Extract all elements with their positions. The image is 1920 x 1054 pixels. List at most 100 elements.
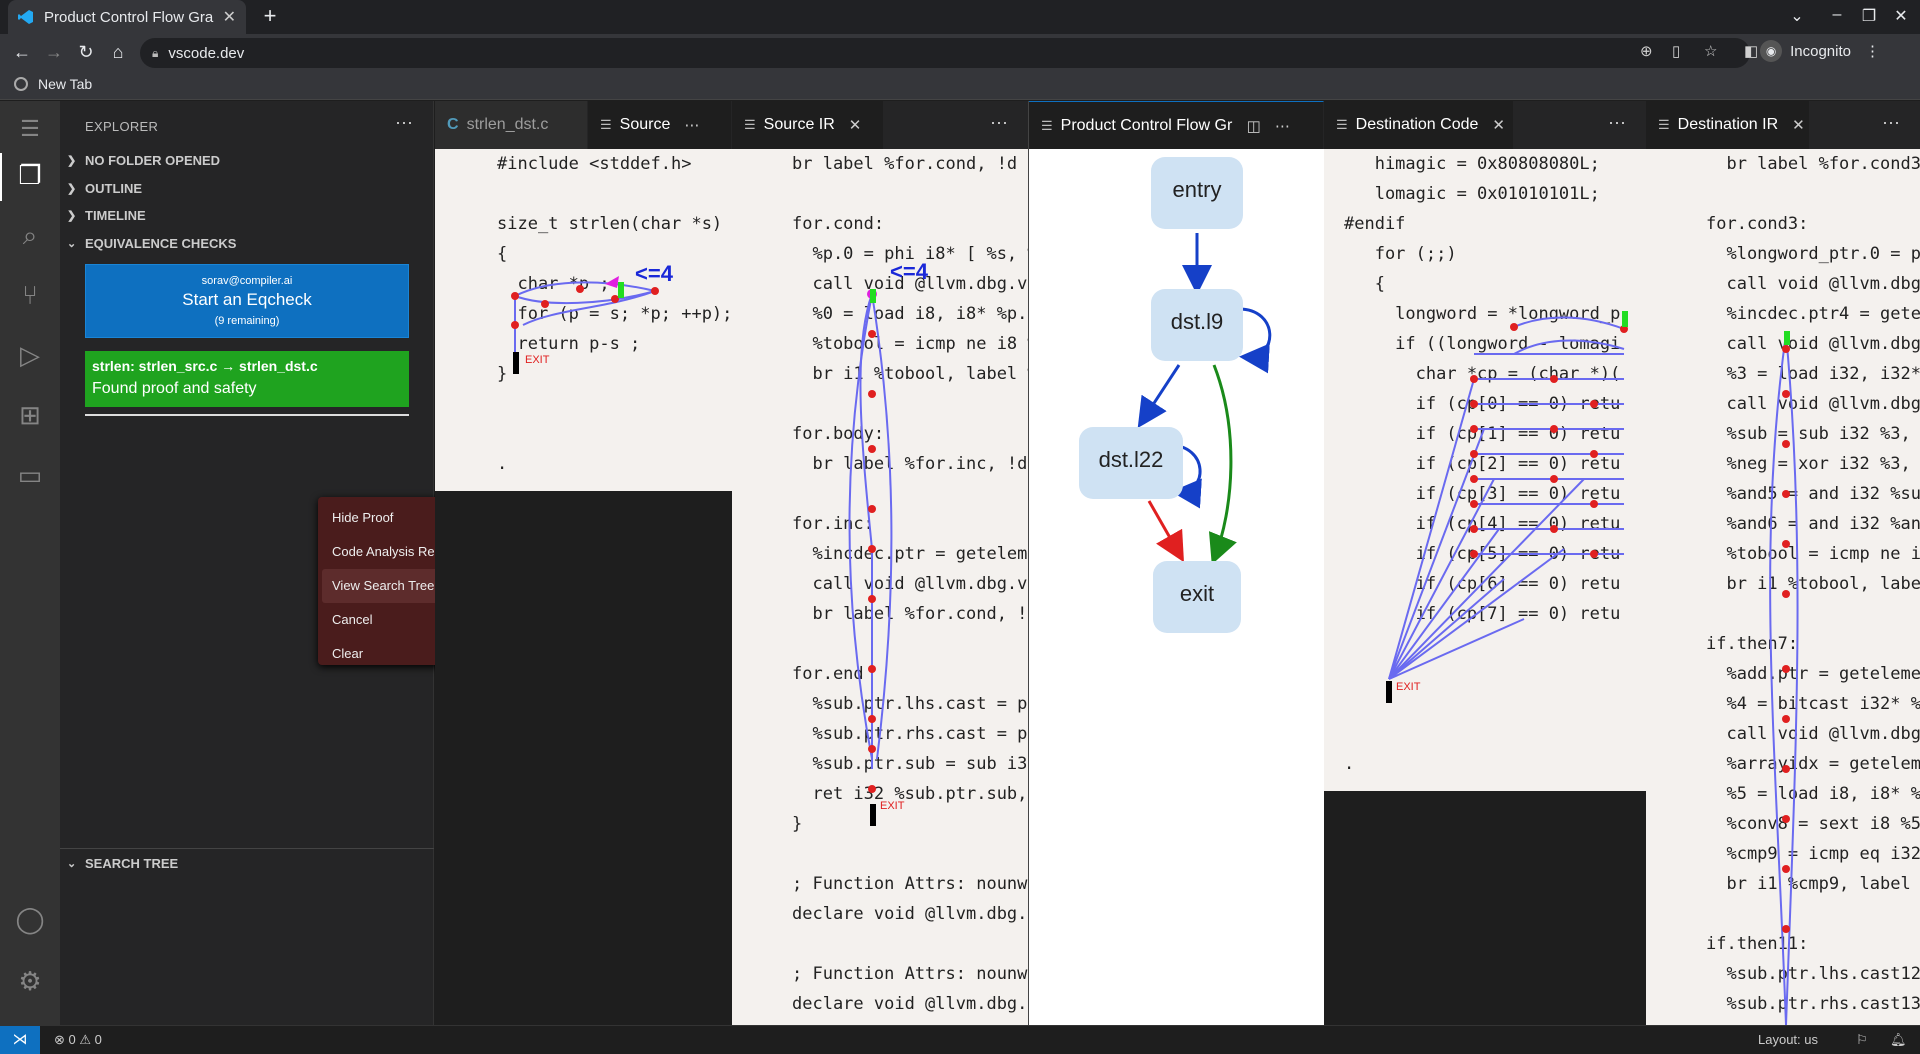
url-text: vscode.dev [168,44,245,62]
code-line: for.cond3: [1706,214,1809,234]
code-line: if.then7: [1706,634,1799,654]
preview-icon: ☰ [600,117,612,132]
start-eqcheck-button[interactable]: sorav@compiler.ai Start an Eqcheck (9 re… [85,264,409,338]
section-equivalence-checks[interactable]: ⌄EQUIVALENCE CHECKS [60,233,434,255]
keyboard-layout[interactable]: Layout: us [1758,1032,1818,1047]
new-tab-button[interactable]: + [263,3,277,28]
browser-menu-icon[interactable]: ⋮ [1865,43,1880,60]
account-icon[interactable]: ◯ [15,904,45,934]
more-icon[interactable]: ⋯ [1882,113,1900,133]
tab-label: Source IR [763,116,835,133]
extensions-icon[interactable]: ⊞ [19,400,41,430]
more-icon[interactable]: ⋯ [395,113,413,133]
more-icon[interactable]: ⋯ [1274,117,1290,135]
globe-icon [14,77,28,91]
menu-item-hide-proof[interactable]: Hide Proof [332,510,394,525]
forward-icon[interactable]: → [45,42,63,62]
user-email: sorav@compiler.ai [201,275,293,287]
browser-tab[interactable]: Product Control Flow Gra ✕ [8,0,246,34]
search-icon[interactable]: ⌕ [22,220,38,250]
restore-button[interactable]: ❐ [1861,8,1877,25]
tab-destination-code[interactable]: ☰Destination Code✕ [1324,101,1514,149]
tab-destination-ir[interactable]: ☰Destination IR✕ [1646,101,1810,149]
zoom-icon[interactable]: ⊕ [1640,43,1653,60]
close-window-button[interactable]: ✕ [1894,8,1908,25]
code-line: call void @llvm.dbg.va [792,574,1028,594]
menu-item-cancel[interactable]: Cancel [332,612,373,627]
browser-toolbar: ← → ↻ ⌂ 🔒︎ vscode.dev ⊕ ▯ ☆ ◧ ◉ Incognit… [0,34,1920,72]
profile-label: Incognito [1790,42,1851,60]
page-icon[interactable]: ▯ [1672,43,1681,60]
chevron-down-icon: ⌄ [67,238,77,250]
gear-icon[interactable]: ⚙ [18,966,42,996]
menu-icon[interactable]: ☰ [20,116,40,141]
section-label: SEARCH TREE [85,856,179,871]
more-icon[interactable]: ⋯ [990,113,1008,133]
explorer-sidebar: EXPLORER ⋯ ❯NO FOLDER OPENED ❯OUTLINE ❯T… [60,101,495,1025]
menu-item-code-analysis[interactable]: Code Analysis Report [332,544,458,559]
code-line: call void @llvm.dbg [1706,724,1920,744]
c-file-icon: C [447,116,459,133]
close-icon[interactable]: ✕ [1792,117,1805,134]
tab-source-ir[interactable]: ☰Source IR✕ [732,101,884,149]
more-icon[interactable]: ⋯ [684,117,700,134]
incognito-icon: ◉ [1760,40,1783,62]
section-timeline[interactable]: ❯TIMELINE [60,205,434,227]
source-control-icon[interactable]: ⑂ [22,280,38,310]
section-search-tree[interactable]: ⌄ SEARCH TREE [60,853,434,875]
run-debug-icon[interactable]: ▷ [20,340,40,370]
bookmark-new-tab[interactable]: New Tab [14,76,92,92]
remote-indicator-icon[interactable]: ⋊ [0,1026,40,1054]
vscode-logo-icon [18,10,33,24]
tab-bar: ☰Source IR✕ [732,101,1028,149]
notifications-icon[interactable]: 🔔︎ [1890,1032,1907,1047]
tab-label: Destination IR [1677,116,1779,133]
close-icon[interactable]: ✕ [848,117,862,134]
minimize-button[interactable]: – [1832,6,1842,23]
tab-label: strlen_dst.c [466,116,549,133]
code-line: %sub.ptr.sub = sub i32 [792,754,1028,774]
code-line: ; Function Attrs: nounwi [792,874,1028,894]
split-editor-icon[interactable]: ◫ [1246,117,1261,135]
code-line: } [497,364,508,384]
code-line: . [497,454,508,474]
sidepanel-icon[interactable]: ◧ [1744,43,1759,60]
tab-source[interactable]: ☰Source⋯ [588,101,732,149]
section-outline[interactable]: ❯OUTLINE [60,178,434,200]
result-title: strlen: strlen_src.c → strlen_dst.c [92,358,318,374]
menu-item-clear[interactable]: Clear [332,646,364,661]
bookmarks-bar: New Tab [0,72,1920,100]
code-line: for.inc: [792,514,874,534]
section-no-folder[interactable]: ❯NO FOLDER OPENED [60,150,434,172]
chevron-down-icon: ⌄ [67,858,77,870]
code-line: lomagic = 0x01010101L; [1344,184,1600,204]
tab-product-cfg[interactable]: ☰Product Control Flow Gr◫⋯ [1029,101,1324,149]
code-line: %sub.ptr.sub14 = su [1706,1019,1920,1025]
problems-count[interactable]: ⊗ 0 ⚠ 0 [54,1032,102,1047]
feedback-icon[interactable]: ⚐ [1856,1032,1868,1047]
home-icon[interactable]: ⌂ [112,42,124,62]
eqcheck-result[interactable]: strlen: strlen_src.c → strlen_dst.c Foun… [85,351,409,407]
more-icon[interactable]: ⋯ [1608,113,1626,133]
close-tab-icon[interactable]: ✕ [222,9,236,26]
incognito-badge[interactable]: ◉ Incognito ⋮ [1760,40,1880,62]
tab-search-icon[interactable]: ⌄ [1790,8,1804,25]
remaining-count: (9 remaining) [214,315,280,327]
code-line: %tobool = icmp ne i8 % [792,334,1028,354]
code-line: br i1 %tobool, label [1706,574,1920,594]
explorer-icon[interactable]: ❐ [18,160,42,190]
code-line: for.cond: [792,214,885,234]
back-icon[interactable]: ← [13,42,31,62]
remote-explorer-icon[interactable]: ▭ [17,460,43,490]
tab-label: Destination Code [1355,116,1479,133]
close-icon[interactable]: ✕ [1492,117,1505,134]
star-icon[interactable]: ☆ [1704,43,1718,60]
code-line: %0 = load i8, i8* %p.0 [792,304,1028,324]
code-line: %longword_ptr.0 = ph [1706,244,1920,264]
address-bar[interactable]: 🔒︎ vscode.dev [140,38,1750,68]
section-label: OUTLINE [85,181,143,196]
tab-label: Product Control Flow Gr [1060,116,1233,134]
reload-icon[interactable]: ↻ [78,42,94,62]
